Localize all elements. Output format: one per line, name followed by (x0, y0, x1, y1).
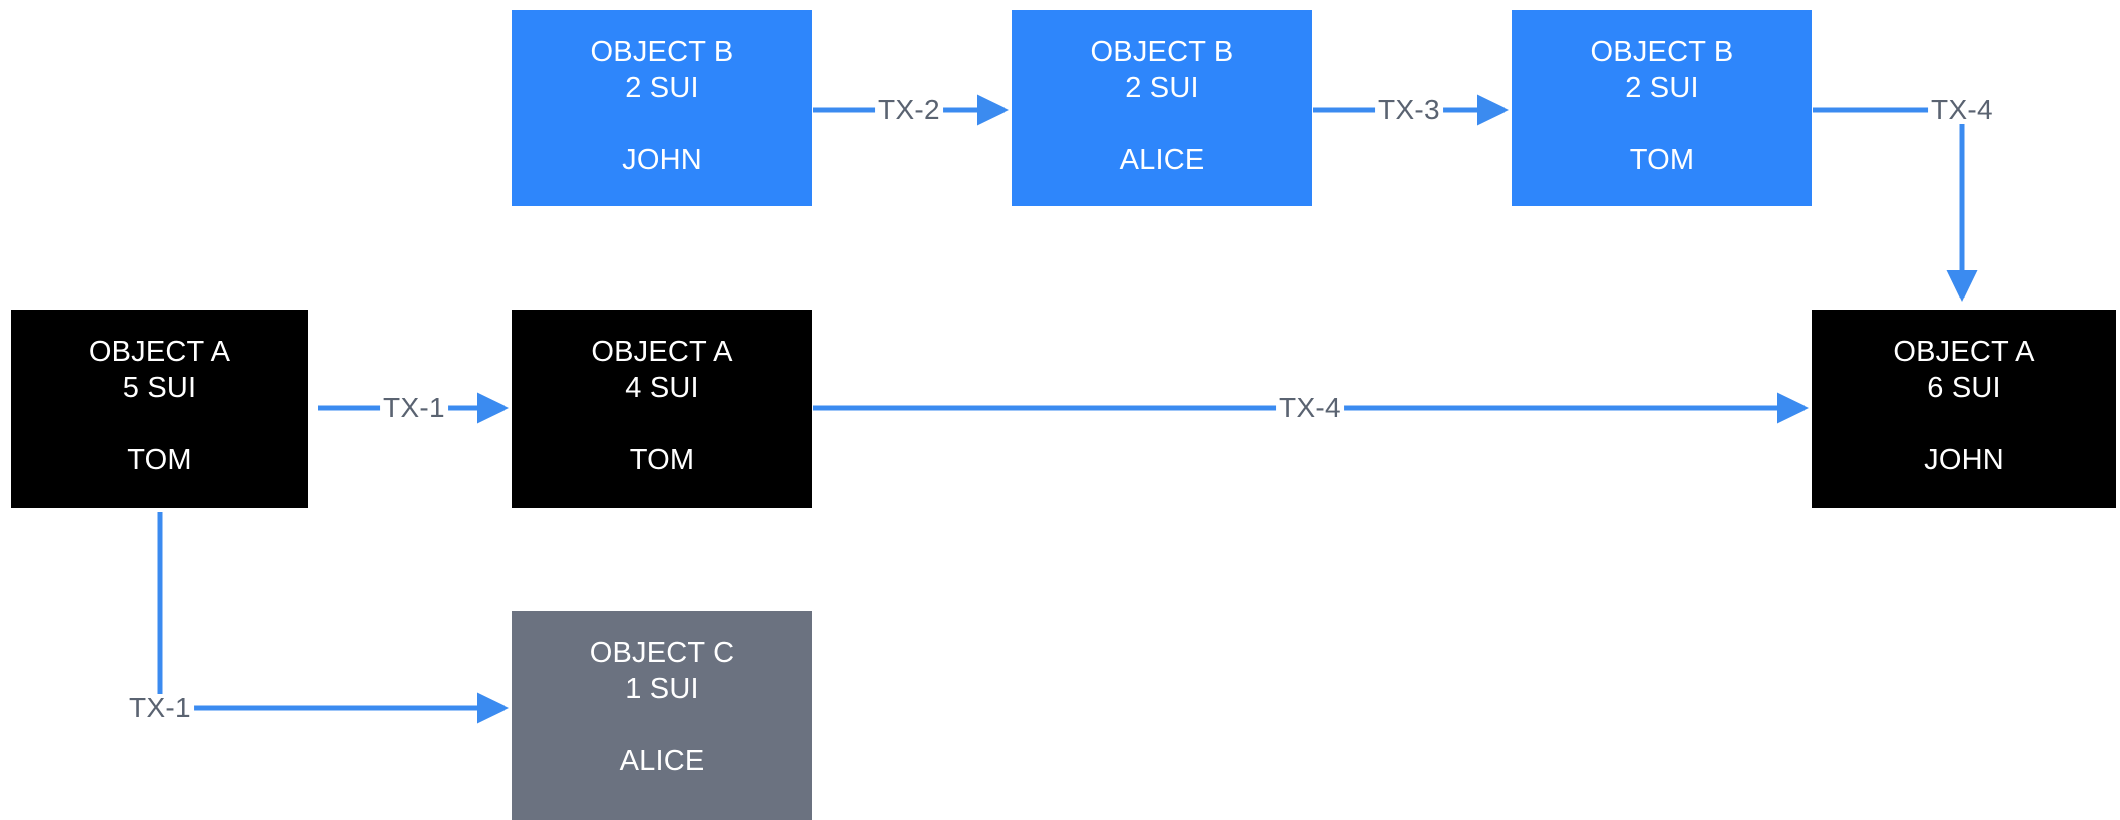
node-owner: ALICE (619, 745, 705, 777)
node-object-amount: 4 SUI (625, 372, 699, 404)
node-object-name: OBJECT B (590, 36, 734, 68)
node-object-name: OBJECT A (1893, 336, 2035, 368)
node-object-c-alice[interactable]: OBJECT C 1 SUI ALICE (512, 611, 812, 820)
edge-label-tx-4-middle: TX-4 (1276, 394, 1344, 422)
node-object-amount: 1 SUI (625, 673, 699, 705)
node-object-b-john[interactable]: OBJECT B 2 SUI JOHN (512, 10, 812, 206)
node-object-amount: 2 SUI (1625, 72, 1699, 104)
edge-label-tx-3: TX-3 (1375, 96, 1443, 124)
node-object-name: OBJECT B (1090, 36, 1234, 68)
node-header: OBJECT B 2 SUI (591, 34, 734, 106)
edge-label-tx-4-upper: TX-4 (1928, 96, 1996, 124)
edge-tx-1-lower-path (157, 512, 510, 724)
node-object-amount: 2 SUI (1125, 72, 1199, 104)
node-header: OBJECT A 5 SUI (89, 334, 230, 406)
node-object-a-tom-4[interactable]: OBJECT A 4 SUI TOM (512, 310, 812, 508)
node-owner: TOM (127, 444, 192, 476)
node-owner: JOHN (1924, 444, 2004, 476)
node-object-a-john-6[interactable]: OBJECT A 6 SUI JOHN (1812, 310, 2116, 508)
edge-label-tx-2: TX-2 (875, 96, 943, 124)
node-object-b-tom[interactable]: OBJECT B 2 SUI TOM (1512, 10, 1812, 206)
node-object-amount: 6 SUI (1927, 372, 2001, 404)
node-object-amount: 2 SUI (625, 72, 699, 104)
node-owner: ALICE (1119, 144, 1205, 176)
node-object-b-alice[interactable]: OBJECT B 2 SUI ALICE (1012, 10, 1312, 206)
edge-tx-4-upper-path (1813, 107, 1978, 303)
node-object-name: OBJECT A (88, 336, 231, 368)
node-object-a-tom-5[interactable]: OBJECT A 5 SUI TOM (11, 310, 308, 508)
edge-label-tx-1-middle: TX-1 (380, 394, 448, 422)
node-header: OBJECT B 2 SUI (1091, 34, 1234, 106)
edge-label-tx-1-lower: TX-1 (126, 694, 194, 722)
node-owner: TOM (629, 444, 695, 476)
node-header: OBJECT A 6 SUI (1893, 334, 2034, 406)
node-owner: TOM (1629, 144, 1695, 176)
node-owner: JOHN (622, 144, 702, 176)
node-object-name: OBJECT B (1590, 36, 1734, 68)
node-object-amount: 5 SUI (122, 372, 197, 404)
node-header: OBJECT B 2 SUI (1591, 34, 1734, 106)
node-header: OBJECT C 1 SUI (590, 635, 734, 707)
node-header: OBJECT A 4 SUI (591, 334, 732, 406)
node-object-name: OBJECT C (589, 637, 735, 669)
node-object-name: OBJECT A (591, 336, 733, 368)
